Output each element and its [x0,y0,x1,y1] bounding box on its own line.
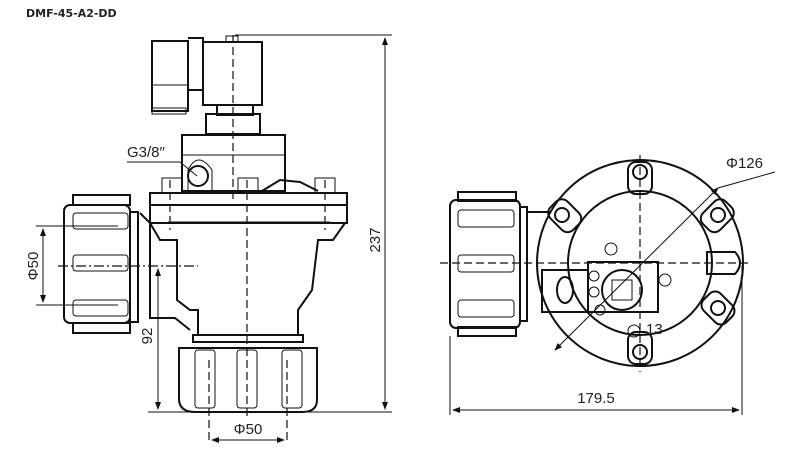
dimension-237: 237 [148,34,392,413]
solenoid-coil [151,35,263,135]
flange-and-bolts [149,177,348,224]
outlet-height-label: 92 [139,328,156,345]
valve-body [139,212,346,336]
inlet-diameter-label: Φ50 [25,252,42,281]
bonnet [181,134,319,192]
top-view: Φ126 13 179.5 [440,155,776,415]
inlet-nut-top [449,191,550,337]
dimension-outlet-diameter: Φ50 [211,421,285,443]
inlet-nut [63,194,139,334]
total-width-label: 179.5 [577,390,615,407]
outlet-diameter-label: Φ50 [234,421,263,438]
hole-size-label: 13 [646,321,663,338]
outlet-nut [178,334,318,413]
side-view: 237 92 Φ50 Φ50 G3/8″ [25,34,392,443]
dimension-inlet-diameter: Φ50 [25,225,118,306]
flange-diameter-label: Φ126 [726,155,763,172]
dimension-179-5: 179.5 [449,266,743,415]
model-title: DMF-45-A2-DD [26,7,117,20]
port-callout: G3/8″ [127,144,198,177]
total-height-label: 237 [367,227,384,252]
port-label: G3/8″ [127,144,166,161]
dimension-92: 92 [139,268,161,410]
dimension-126: Φ126 [554,155,776,351]
